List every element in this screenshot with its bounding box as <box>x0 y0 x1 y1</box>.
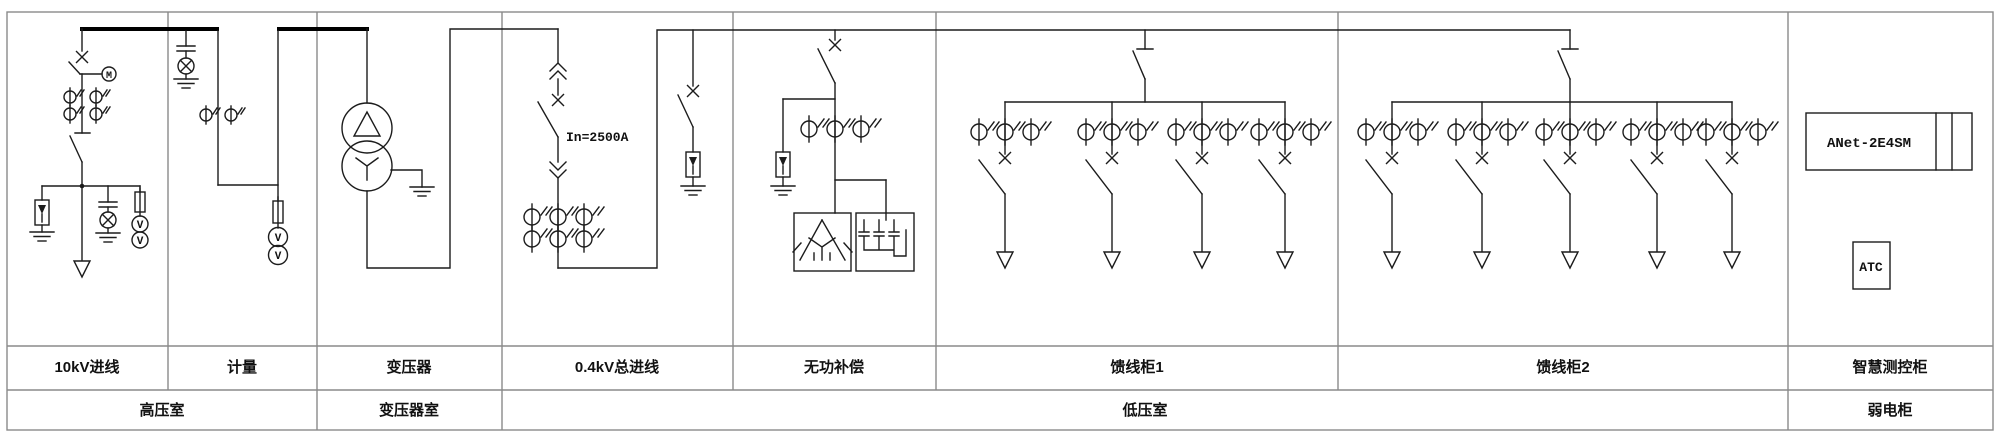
drawout-chevron-icon <box>549 62 567 80</box>
lv-riser-line <box>366 28 559 269</box>
column-label-smart-cabinet: 智慧测控柜 <box>1852 358 1927 376</box>
indicator-lamp-icon <box>177 57 195 75</box>
column-label-metering: 计量 <box>227 358 257 376</box>
motor-label: M <box>106 71 112 82</box>
ct-icon <box>89 104 111 124</box>
drawing-border <box>6 11 1994 431</box>
ground-icon <box>29 231 55 242</box>
voltmeter-label: V <box>275 233 282 245</box>
column-label-feeder-1: 馈线柜1 <box>1109 358 1163 376</box>
ct-icon <box>852 115 882 143</box>
feeder-branch <box>971 102 1051 268</box>
motor-operator-circle <box>101 66 117 82</box>
feeder-branch <box>1168 102 1248 268</box>
gateway-device-box <box>1805 112 1973 171</box>
ct-icon <box>199 105 221 125</box>
atc-label: ATC <box>1859 260 1883 275</box>
ct-icon <box>63 104 85 124</box>
surge-arrester-icon <box>775 151 791 178</box>
lv-main-incoming-bay: In=2500A <box>523 28 1571 269</box>
main-breaker-current-label: In=2500A <box>566 130 629 145</box>
column-label-transformer: 变压器 <box>386 358 432 376</box>
delta-winding-icon <box>352 110 382 137</box>
feeder-branch <box>1078 102 1158 268</box>
ct-icon <box>523 225 553 253</box>
ct-icon <box>575 203 605 231</box>
ground-icon <box>173 78 199 89</box>
ct-icon <box>523 203 553 231</box>
surge-arrester-icon <box>685 151 701 178</box>
voltmeter-label: V <box>137 236 144 248</box>
filter-reactor-box <box>793 212 852 272</box>
feeder-cabinet-2 <box>1358 29 1778 268</box>
disconnect-blade <box>69 135 83 163</box>
ground-icon <box>409 186 435 197</box>
column-label-row: 10kV进线 计量 变压器 0.4kV总进线 无功补偿 馈线柜1 馈线柜2 智慧… <box>54 358 1927 376</box>
room-label-lv-room: 低压室 <box>1121 401 1167 419</box>
pt-circle <box>267 226 289 248</box>
metering-bay: V V <box>173 30 289 266</box>
voltmeter-label: V <box>137 220 144 232</box>
cabinet-switch-icon <box>1557 29 1579 103</box>
feeder-branch <box>1536 102 1616 268</box>
pt-circle <box>131 231 149 249</box>
breaker-x-icon <box>551 93 565 107</box>
room-label-row: 高压室 变压器室 低压室 弱电柜 <box>139 401 1912 419</box>
breaker-x-icon <box>828 38 842 52</box>
ground-icon <box>95 232 121 243</box>
column-label-lv-incoming: 0.4kV总进线 <box>575 358 659 376</box>
hv-incoming-bay: M V V <box>29 28 149 279</box>
column-label-feeder-2: 馈线柜2 <box>1535 358 1589 376</box>
capacitor-bank-box <box>855 212 915 272</box>
transformer-icon <box>341 102 393 154</box>
room-label-hv-room: 高压室 <box>139 401 184 419</box>
surge-arrester-icon <box>34 199 50 226</box>
transformer-bay <box>341 28 559 269</box>
smart-control-cabinet: ANet-2E4SM ATC <box>1805 112 1973 290</box>
ground-icon <box>770 185 796 196</box>
column-label-compensation: 无功补偿 <box>803 358 864 376</box>
feeder-branch <box>1358 102 1438 268</box>
atc-device-box <box>1852 241 1891 290</box>
voltmeter-label: V <box>275 251 282 263</box>
drawing-grid <box>6 11 1994 431</box>
feeder-branch <box>1448 102 1528 268</box>
ct-icon <box>549 225 579 253</box>
breaker-x-icon <box>75 50 89 64</box>
reactive-compensation-bay <box>770 29 915 272</box>
ct-icon <box>224 105 246 125</box>
feeder-branch <box>1623 102 1703 268</box>
reactor-icon <box>792 219 853 261</box>
ct-icon <box>89 87 111 107</box>
drawout-chevron-icon <box>549 161 567 179</box>
ct-icon <box>549 203 579 231</box>
indicator-lamp-icon <box>99 211 117 229</box>
ground-icon <box>680 185 706 196</box>
ct-icon <box>800 115 830 143</box>
lv-busbar-line <box>557 29 1571 269</box>
cabinet-switch-icon <box>1132 29 1154 103</box>
feeder-cabinet-1 <box>971 29 1331 268</box>
gateway-model-label: ANet-2E4SM <box>1827 136 1911 152</box>
column-label-hv-incoming: 10kV进线 <box>54 358 119 376</box>
ct-icon <box>575 225 605 253</box>
feeder-branch <box>1698 102 1778 268</box>
room-label-weak-current: 弱电柜 <box>1867 401 1912 419</box>
room-label-transformer-room: 变压器室 <box>379 401 439 419</box>
cable-arrow-icon <box>72 260 92 279</box>
ct-icon <box>63 87 85 107</box>
wye-winding-icon <box>355 157 379 181</box>
breaker-x-icon <box>686 84 700 98</box>
feeder-branch <box>1251 102 1331 268</box>
pt-circle <box>267 244 289 266</box>
capacitor-bank-icon <box>858 212 907 257</box>
ct-icon <box>826 115 856 143</box>
